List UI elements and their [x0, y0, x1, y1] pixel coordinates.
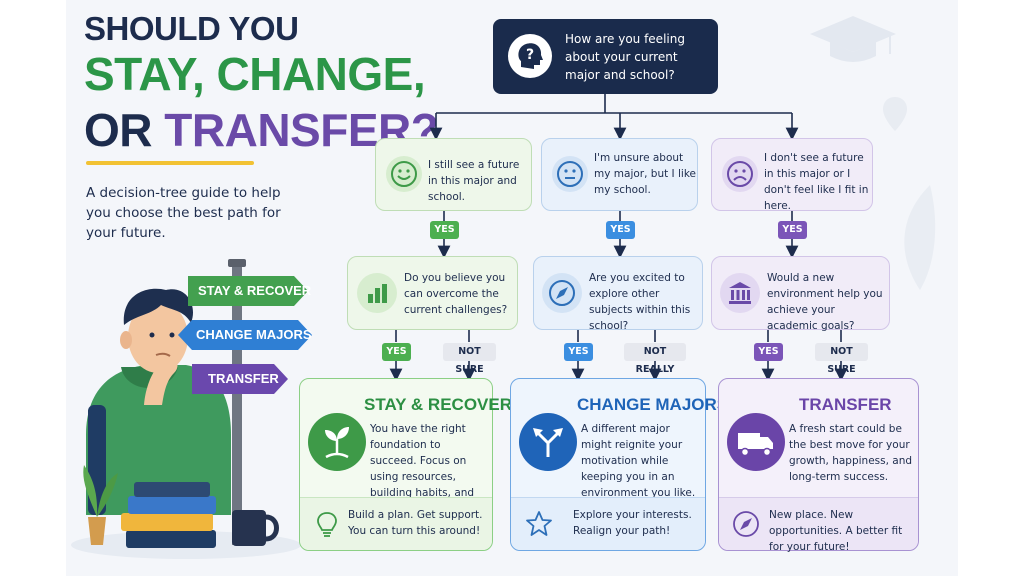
option-yes-explore: YES: [564, 343, 593, 361]
option-not-sure-environment: NOT SURE: [815, 343, 868, 375]
option-yes-overcome: YES: [382, 343, 411, 361]
neutral-face-icon: [552, 156, 588, 192]
result-card-transfer: TRANSFER A fresh start could be the best…: [718, 378, 919, 553]
result-title-change: CHANGE MAJORS: [577, 395, 729, 414]
result-title-transfer: TRANSFER: [799, 395, 892, 414]
split-arrows-icon: [519, 413, 577, 471]
result-card-stay: STAY & RECOVER You have the right founda…: [299, 378, 512, 551]
option-yes-environment: YES: [754, 343, 783, 361]
sign-change-label: CHANGE MAJORS: [196, 327, 312, 342]
yes-pill-positive: YES: [430, 221, 459, 239]
result-footer-text-transfer: New place. New opportunities. A better f…: [769, 509, 903, 553]
student-illustration: [71, 259, 301, 559]
question-text-overcome: Do you believe you can overcome the curr…: [404, 272, 508, 316]
result-footer-stay: Build a plan. Get support. You can turn …: [300, 497, 492, 550]
result-footer-transfer: New place. New opportunities. A better f…: [719, 497, 918, 553]
compass-icon: [733, 511, 759, 537]
sign-transfer: TRANSFER: [192, 364, 288, 394]
title-line-3-prefix: OR: [84, 104, 165, 156]
location-pin-icon: [883, 97, 907, 131]
sign-stay: STAY & RECOVER: [188, 276, 312, 306]
sprout-icon: [308, 413, 366, 471]
option-not-sure-overcome: NOT SURE: [443, 343, 496, 375]
result-title-stay: STAY & RECOVER: [364, 395, 513, 414]
title-line-2: STAY, CHANGE,: [84, 48, 426, 100]
yes-pill-negative: YES: [778, 221, 807, 239]
svg-text:?: ?: [526, 47, 534, 63]
graduation-cap-icon: [810, 16, 896, 62]
result-footer-change: Explore your interests. Realign your pat…: [511, 497, 705, 550]
feeling-box-negative: I don't see a future in this major or I …: [711, 138, 873, 212]
option-not-really-explore: NOT REALLY: [624, 343, 686, 375]
star-icon: [526, 511, 552, 536]
sign-transfer-label: TRANSFER: [208, 371, 279, 386]
subtitle: A decision-tree guide to help you choose…: [86, 185, 281, 241]
bar-chart-icon: [357, 273, 397, 313]
question-text-explore: Are you excited to explore other subject…: [589, 272, 691, 332]
lightbulb-icon: [317, 512, 337, 537]
feeling-text-positive: I still see a future in this major and s…: [428, 159, 520, 203]
feeling-text-negative: I don't see a future in this major or I …: [764, 152, 869, 212]
sign-stay-label: STAY & RECOVER: [198, 283, 312, 298]
question-box-environment: Would a new environment help you achieve…: [711, 256, 890, 332]
root-question-text: How are you feeling about your current m…: [565, 32, 685, 82]
title-underline: [86, 161, 254, 165]
university-building-icon: [720, 273, 760, 313]
smile-face-icon: [386, 156, 422, 192]
feeling-box-positive: I still see a future in this major and s…: [375, 138, 532, 211]
question-box-overcome: Do you believe you can overcome the curr…: [347, 256, 518, 330]
question-text-environment: Would a new environment help you achieve…: [767, 272, 883, 332]
root-question-box: ? How are you feeling about your current…: [493, 19, 718, 94]
compass-icon: [542, 273, 582, 313]
feeling-box-unsure: I'm unsure about my major, but I like my…: [541, 138, 698, 211]
moving-truck-icon: [727, 413, 785, 471]
title-line-1: SHOULD YOU: [84, 10, 299, 47]
head-question-icon: ?: [508, 34, 552, 78]
title-line-3: OR TRANSFER?: [84, 103, 439, 157]
result-body-change: A different major might reignite your mo…: [581, 423, 696, 499]
feeling-text-unsure: I'm unsure about my major, but I like my…: [594, 152, 696, 196]
result-footer-text-change: Explore your interests. Realign your pat…: [573, 509, 692, 537]
result-body-transfer: A fresh start could be the best move for…: [789, 423, 913, 483]
leaf-decoration-icon: [904, 185, 936, 290]
sign-change: CHANGE MAJORS: [178, 320, 312, 350]
result-card-change: CHANGE MAJORS A different major might re…: [510, 378, 728, 551]
sad-face-icon: [722, 156, 758, 192]
yes-pill-unsure: YES: [606, 221, 635, 239]
question-box-explore: Are you excited to explore other subject…: [533, 256, 703, 332]
result-footer-text-stay: Build a plan. Get support. You can turn …: [348, 509, 483, 537]
